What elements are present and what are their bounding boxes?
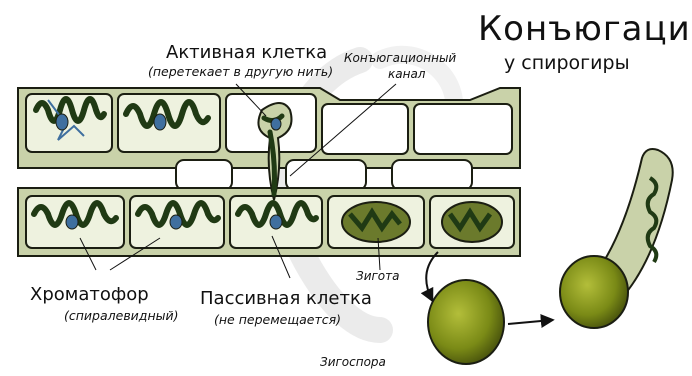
lower-cell-4-zygote [328, 196, 424, 248]
label-conj-channel-2: канал [388, 68, 425, 80]
title-line-2: у спирогиры [504, 54, 630, 73]
lower-cell-3-passive [230, 196, 322, 248]
label-zygote: Зигота [356, 270, 399, 282]
label-zygospore: Зигоспора [320, 356, 386, 368]
upper-cell-1 [26, 94, 112, 152]
label-chromatophore: Хроматофор [30, 286, 149, 304]
label-conj-channel-1: Конъюгационный [344, 52, 456, 64]
label-active-cell: Активная клетка [166, 44, 327, 62]
zygospore-germinating [560, 149, 673, 328]
zygospore-free [428, 280, 504, 364]
conjugation-tubes [176, 160, 472, 190]
lower-cell-5-zygote [430, 196, 514, 248]
lower-cell-1 [26, 196, 124, 248]
label-passive-cell-note: (не перемещается) [214, 314, 341, 327]
label-active-cell-note: (перетекает в другую нить) [148, 66, 333, 79]
upper-cell-empty-3 [414, 104, 512, 154]
lower-cell-2 [130, 196, 224, 248]
label-passive-cell: Пассивная клетка [200, 290, 372, 308]
arrow-zygote-to-spore [426, 252, 438, 300]
label-chromatophore-note: (спиралевидный) [64, 310, 179, 323]
upper-cell-2 [118, 94, 220, 152]
lower-filament [18, 188, 520, 256]
arrow-spore-to-germination [508, 320, 552, 324]
title-line-1: Конъюгация [478, 12, 692, 46]
